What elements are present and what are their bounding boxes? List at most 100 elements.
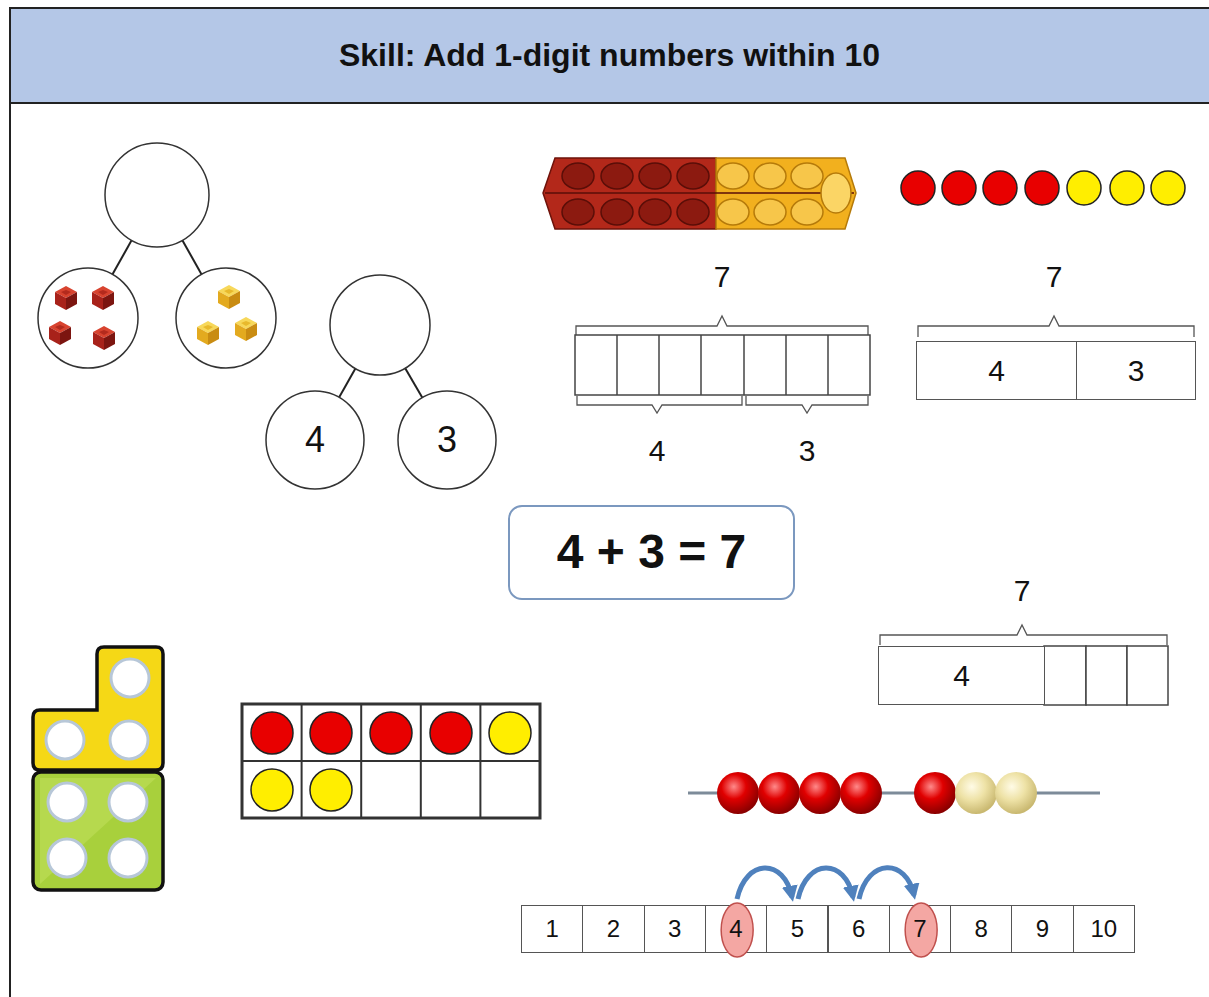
red-dot — [942, 171, 976, 205]
part-circle — [176, 268, 276, 368]
cube-stud — [754, 163, 786, 189]
cell-divider — [700, 335, 702, 395]
cube-stud — [754, 199, 786, 225]
node-text: 6 — [852, 916, 865, 942]
number-cell: 5 — [766, 905, 828, 953]
part-circle: 4 — [265, 390, 365, 490]
whole-circle — [330, 275, 430, 375]
bar-part: 4 — [916, 341, 1077, 400]
bar-cell — [1044, 646, 1086, 705]
node-text: 8 — [975, 916, 988, 942]
yellow-cube — [218, 285, 240, 309]
cube-stud — [717, 199, 749, 225]
node-text: 5 — [791, 916, 804, 942]
cell-divider — [827, 335, 829, 395]
numicon-shine — [40, 778, 156, 884]
frame-line — [420, 704, 422, 818]
circle-outline — [398, 391, 496, 489]
numicon-hole — [109, 839, 147, 877]
cube-stud — [562, 163, 594, 189]
bar-cell — [1086, 646, 1127, 705]
node-text: 1 — [545, 916, 558, 942]
red-dot — [901, 171, 935, 205]
part-circle: 3 — [397, 390, 497, 490]
title-area: Skill: Add 1-digit numbers within 10 — [10, 8, 1209, 103]
jump-arrow — [737, 868, 792, 899]
number-cell: 7 — [889, 905, 951, 953]
cube-stud — [562, 199, 594, 225]
cube-stud — [677, 199, 709, 225]
numicon-hole — [48, 783, 86, 821]
cell-divider — [658, 335, 660, 395]
node-text: 7 — [913, 916, 926, 942]
cube-stud — [601, 163, 633, 189]
brace-label: 3 — [799, 434, 816, 467]
red-counter — [370, 712, 412, 754]
red-cube — [55, 286, 77, 310]
node-text: 4 — [988, 354, 1005, 387]
node-text: 9 — [1036, 916, 1049, 942]
title-text: Skill: Add 1-digit numbers within 10 — [339, 38, 880, 73]
red-dot — [1025, 171, 1059, 205]
cube-stud — [677, 163, 709, 189]
brace-label: 7 — [1046, 260, 1063, 293]
yellow-counter — [251, 769, 293, 811]
ten-frame — [242, 704, 540, 818]
red-counter — [310, 712, 352, 754]
cube-stud — [601, 199, 633, 225]
cell-divider — [743, 335, 745, 395]
yellow-dot — [1151, 171, 1185, 205]
stick-edge — [545, 192, 854, 194]
red-bead — [717, 772, 759, 814]
node-text: 4 — [305, 420, 325, 460]
bar-part: 4 — [878, 646, 1045, 705]
numicon-four — [33, 772, 163, 890]
red-counter — [430, 712, 472, 754]
red-bead — [758, 772, 800, 814]
brace — [746, 396, 868, 413]
brace — [880, 625, 1167, 645]
bar-part: 3 — [1076, 341, 1196, 400]
number-cell: 10 — [1073, 905, 1135, 953]
number-cell: 6 — [828, 905, 890, 953]
number-cell: 8 — [950, 905, 1012, 953]
cube-stud — [639, 199, 671, 225]
cube-stud — [717, 163, 749, 189]
title-bar — [10, 8, 1209, 103]
frame-line — [479, 704, 481, 818]
yellow-cube — [197, 321, 219, 345]
numicon-three — [33, 647, 163, 770]
frame-line — [301, 704, 303, 818]
red-cube — [93, 326, 115, 350]
brace — [918, 316, 1194, 337]
number-cell: 9 — [1011, 905, 1073, 953]
node-text: 3 — [668, 916, 681, 942]
node-text: 3 — [1128, 354, 1145, 387]
bar-cells — [575, 335, 870, 395]
yellow-cube — [235, 317, 257, 341]
numicon-hole — [48, 839, 86, 877]
yellow-dot — [1067, 171, 1101, 205]
node-text: 10 — [1090, 916, 1117, 942]
brace-label: 4 — [649, 434, 666, 467]
cube-stud — [791, 199, 823, 225]
circle-outline — [266, 391, 364, 489]
pale-bead — [955, 772, 997, 814]
red-cube — [49, 321, 71, 345]
node-text: 4 — [729, 916, 742, 942]
yellow-dot — [1110, 171, 1144, 205]
numicon-hole — [109, 783, 147, 821]
red-bead — [799, 772, 841, 814]
bar-cell — [1127, 646, 1168, 705]
yellow-counter — [310, 769, 352, 811]
red-counter — [251, 712, 293, 754]
brace — [577, 396, 742, 413]
cube-stud — [639, 163, 671, 189]
jump-arrow — [859, 868, 914, 899]
highlight-oval — [905, 903, 937, 957]
equation-box: 4 + 3 = 7 — [508, 505, 795, 600]
number-cell: 3 — [644, 905, 706, 953]
